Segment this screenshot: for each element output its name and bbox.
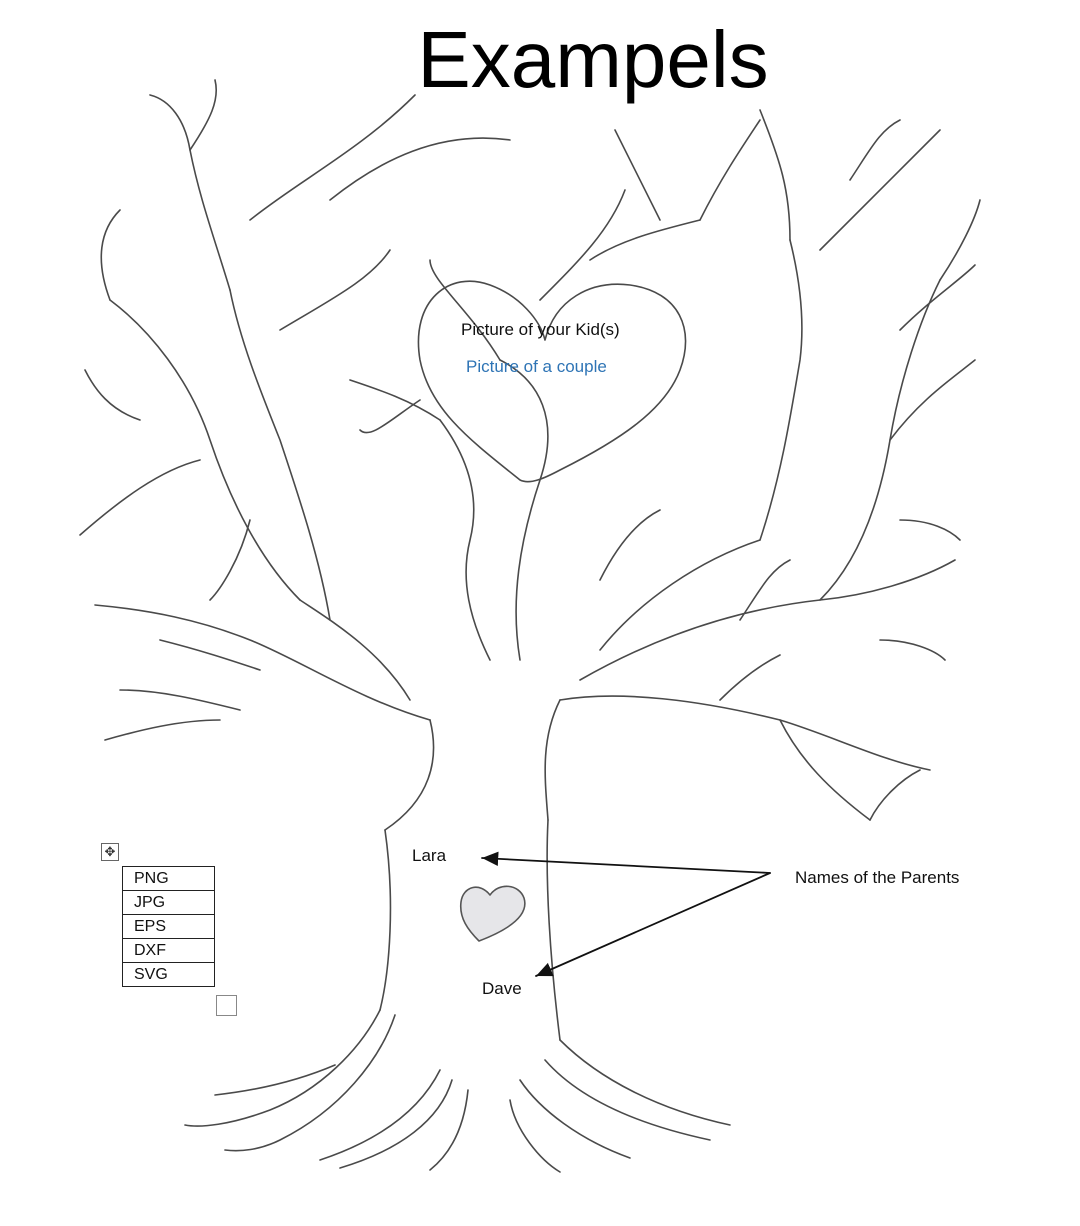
arrow-to-dave xyxy=(535,872,771,977)
table-row: EPS xyxy=(122,914,215,939)
tree-branches xyxy=(79,79,981,821)
table-cell[interactable]: DXF xyxy=(122,938,215,963)
parents-caption: Names of the Parents xyxy=(795,868,960,887)
formats-table: PNG JPG EPS DXF SVG xyxy=(122,866,215,987)
branch-heart-loop xyxy=(417,280,687,483)
table-resize-handle[interactable] xyxy=(216,995,237,1016)
parent-name-lara: Lara xyxy=(412,846,447,865)
arrow-to-lara xyxy=(481,851,771,874)
table-row: PNG xyxy=(122,866,215,891)
couple-picture-label: Picture of a couple xyxy=(466,357,607,376)
table-row: DXF xyxy=(122,938,215,963)
table-cell[interactable]: JPG xyxy=(122,890,215,915)
page-title: Exampels xyxy=(417,15,769,104)
parent-name-dave: Dave xyxy=(482,979,522,998)
table-cell[interactable]: PNG xyxy=(122,866,215,891)
tree-trunk xyxy=(379,699,561,1041)
table-cell[interactable]: EPS xyxy=(122,914,215,939)
tree-roots xyxy=(184,1009,731,1173)
trunk-heart xyxy=(459,885,526,942)
table-row: SVG xyxy=(122,962,215,987)
kid-picture-label: Picture of your Kid(s) xyxy=(461,320,620,339)
table-cell[interactable]: SVG xyxy=(122,962,215,987)
table-row: JPG xyxy=(122,890,215,915)
move-cross-icon[interactable]: ✥ xyxy=(101,843,119,861)
